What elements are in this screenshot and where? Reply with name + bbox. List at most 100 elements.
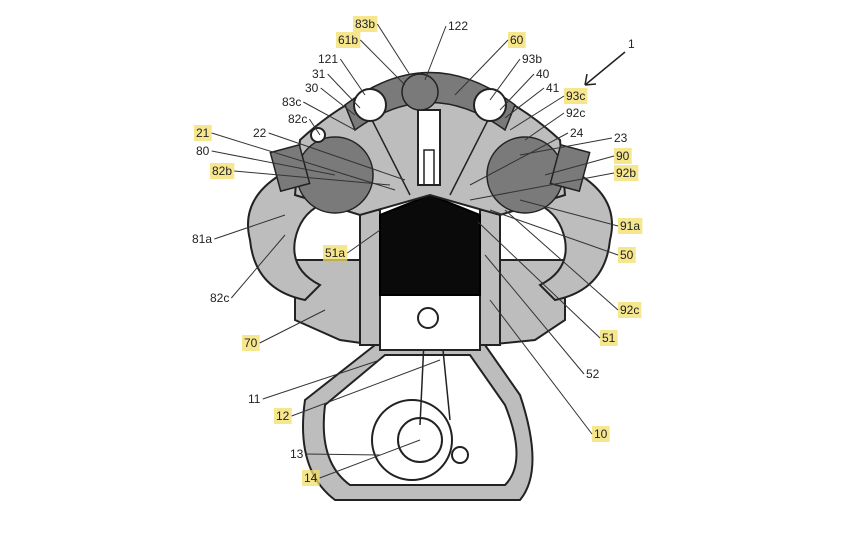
spark-plug xyxy=(417,109,441,186)
leader-line-13 xyxy=(305,453,381,456)
leader-line-23 xyxy=(519,137,613,156)
ref-label-92c-bot: 92c xyxy=(620,303,639,317)
label-highlight-51 xyxy=(600,330,618,346)
reference-arrow xyxy=(584,51,626,86)
ref-label-61b: 61b xyxy=(338,33,358,47)
ref-label-93b: 93b xyxy=(522,52,542,66)
ref-label-92c-top: 92c xyxy=(566,106,585,120)
label-highlight-21 xyxy=(194,125,212,141)
cylinder-wall-right xyxy=(479,209,501,346)
label-highlight-61b xyxy=(336,32,361,48)
ref-label-93c: 93c xyxy=(566,89,585,103)
ref-label-82c-top: 82c xyxy=(288,112,307,126)
ref-label-83b: 83b xyxy=(355,17,375,31)
label-highlights xyxy=(194,16,643,486)
ref-label-92b: 92b xyxy=(616,166,636,180)
intake-runner xyxy=(247,173,322,302)
leader-line-40 xyxy=(499,73,535,111)
ref-label-40: 40 xyxy=(536,67,550,81)
ref-label-23: 23 xyxy=(614,131,628,145)
label-highlight-70 xyxy=(242,335,260,351)
ref-label-91a: 91a xyxy=(620,219,640,233)
ref-label-90: 90 xyxy=(616,149,630,163)
leader-line-90 xyxy=(544,155,615,176)
leader-line-31 xyxy=(327,73,361,109)
ref-label-22: 22 xyxy=(253,126,267,140)
label-highlight-14 xyxy=(302,470,320,486)
ref-label-31: 31 xyxy=(312,67,326,81)
leader-line-93b xyxy=(489,58,521,101)
leader-line-22 xyxy=(268,132,406,181)
leader-line-61b xyxy=(359,39,406,86)
ref-label-24: 24 xyxy=(570,126,584,140)
leader-line-70 xyxy=(259,309,326,344)
intake-valve xyxy=(371,119,411,196)
ref-label-13: 13 xyxy=(290,447,304,461)
leader-line-50 xyxy=(489,209,619,256)
idler-pulley xyxy=(310,127,326,143)
cylinder-wall-left xyxy=(359,209,381,346)
leader-line-81a xyxy=(214,214,286,240)
leader-line-51 xyxy=(477,221,601,339)
intake-flange xyxy=(269,143,311,193)
ref-label-70: 70 xyxy=(244,336,258,350)
label-highlight-92b xyxy=(614,165,639,181)
leader-line-11 xyxy=(262,359,381,400)
label-highlight-51a xyxy=(323,245,348,261)
ref-label-82b: 82b xyxy=(212,164,232,178)
leader-line-121 xyxy=(339,58,366,96)
ref-label-51: 51 xyxy=(602,331,616,345)
piston-pin xyxy=(417,307,439,329)
leader-line-10 xyxy=(489,299,593,435)
label-highlight-60 xyxy=(508,32,526,48)
leader-line-60 xyxy=(454,39,509,96)
leader-line-41 xyxy=(504,87,545,119)
exhaust-cam xyxy=(473,88,507,122)
leader-line-51a xyxy=(347,229,381,254)
leader-line-83b xyxy=(376,23,411,76)
ref-label-82c-bot: 82c xyxy=(210,291,229,305)
label-highlight-82b xyxy=(210,163,235,179)
label-highlight-50 xyxy=(618,247,636,263)
ref-label-51a: 51a xyxy=(325,246,345,260)
leader-line-82c-bot xyxy=(230,234,286,299)
leader-line-91a xyxy=(519,199,619,227)
ref-label-14: 14 xyxy=(304,471,318,485)
label-highlight-83b xyxy=(353,16,378,32)
ref-label-12: 12 xyxy=(276,409,290,423)
leader-line-24 xyxy=(469,132,569,186)
leader-line-122 xyxy=(424,25,447,81)
leader-line-52 xyxy=(484,254,585,375)
ref-label-80: 80 xyxy=(196,144,210,158)
leader-lines xyxy=(211,23,619,479)
exhaust-runner xyxy=(538,173,613,302)
leader-line-21 xyxy=(211,132,396,191)
ref-label-30: 30 xyxy=(305,81,319,95)
exhaust-valve xyxy=(449,119,489,196)
cam-gear xyxy=(401,73,439,111)
label-highlight-93c xyxy=(564,88,588,104)
ref-label-21: 21 xyxy=(196,126,210,140)
label-highlight-10 xyxy=(592,426,610,442)
leader-line-82b xyxy=(234,170,391,186)
label-highlight-92c-bot xyxy=(618,302,642,318)
label-highlight-90 xyxy=(614,148,632,164)
leader-line-80 xyxy=(211,150,336,176)
ref-label-121: 121 xyxy=(318,52,338,66)
leader-line-14 xyxy=(319,439,421,479)
ref-label-122: 122 xyxy=(448,19,468,33)
ref-label-10: 10 xyxy=(594,427,608,441)
leader-line-92c-bot xyxy=(504,209,619,311)
leader-line-92c-top xyxy=(524,112,565,141)
intake-cam xyxy=(353,88,387,122)
label-highlight-12 xyxy=(274,408,292,424)
counter-hole xyxy=(451,446,469,464)
leader-line-12 xyxy=(291,359,441,417)
leader-line-30 xyxy=(320,87,356,116)
leader-line-82c-top xyxy=(308,118,321,136)
ref-label-52: 52 xyxy=(586,367,600,381)
leader-line-93c xyxy=(509,95,565,131)
plug-tip xyxy=(423,149,435,186)
